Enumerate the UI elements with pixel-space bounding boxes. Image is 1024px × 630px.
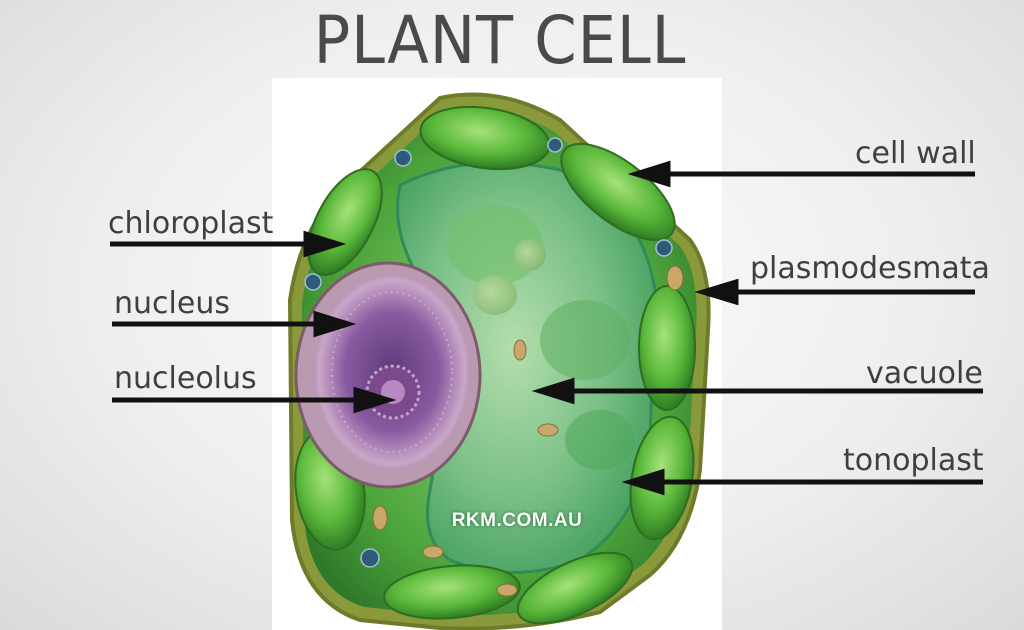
vacuole-texture xyxy=(447,205,635,470)
label-tonoplast: tonoplast xyxy=(843,443,984,478)
nucleolus-shape xyxy=(365,364,421,420)
plasmodesmata-dots xyxy=(304,137,673,568)
label-vacuole: vacuole xyxy=(866,356,983,391)
label-arrows xyxy=(110,160,983,496)
small-organelles xyxy=(372,265,684,597)
watermark: RKM.COM.AU xyxy=(451,510,583,531)
label-nucleus: nucleus xyxy=(114,286,230,321)
label-nucleolus: nucleolus xyxy=(114,361,257,396)
page-title: PLANT CELL xyxy=(313,2,687,79)
label-chloroplast: chloroplast xyxy=(108,206,274,241)
label-plasmodesmata: plasmodesmata xyxy=(750,251,990,286)
label-cell-wall: cell wall xyxy=(855,136,976,171)
chloroplasts xyxy=(294,105,696,625)
